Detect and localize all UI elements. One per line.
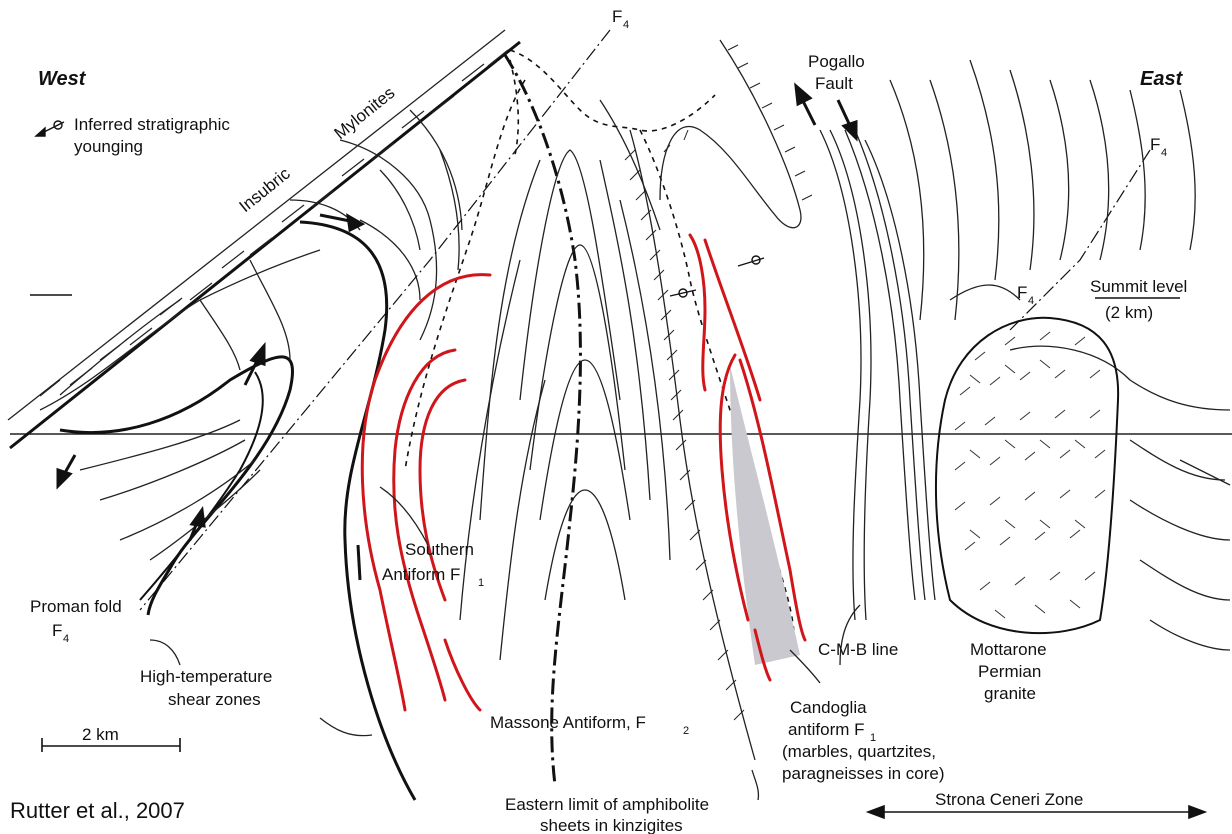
legend-younging-line1: Inferred stratigraphic [74,115,230,134]
strona-ceneri-label: Strona Ceneri Zone [935,790,1083,809]
cmb-line-label: C-M-B line [818,640,898,659]
proman-fold-sub: 4 [63,633,69,645]
f4-mid-label: F [1017,283,1027,302]
west-label: West [38,68,87,90]
proman-fold-line1: Proman fold [30,597,122,616]
eastern-limit-line2: sheets in kinzigites [540,816,683,834]
summit-level-line2: (2 km) [1105,303,1153,322]
candoglia-line1: Candoglia [790,698,867,717]
shear-zone-west-fold [60,357,293,615]
summit-level-line1: Summit level [1090,277,1187,296]
mottarone-line1: Mottarone [970,640,1047,659]
f4-right-label: F [1150,135,1160,154]
younging-symbols [36,121,764,297]
southern-antiform-line2: Antiform F [382,565,460,584]
west-block-foliation [40,110,462,560]
massone-antiform-axial-trace [505,55,580,785]
insubric-mylonite-zone [8,30,520,448]
pogallo-fault-lines [820,130,935,620]
massone-antiform-label: Massone Antiform, F [490,713,646,732]
eastern-limit-line1: Eastern limit of amphibolite [505,795,709,814]
f4-top-label: F [612,7,622,26]
mottarone-line2: Permian [978,662,1041,681]
shear-zone-west-inner [140,372,263,600]
southern-antiform-line1: Southern [405,540,474,559]
southern-antiform-sub: 1 [478,577,484,589]
high-temp-shear-line1: High-temperature [140,667,272,686]
hatched-fold-top [660,40,812,228]
legend-younging-line2: younging [74,137,143,156]
massone-antiform-sub: 2 [683,725,689,737]
mylonites-label: Mylonites [331,83,399,143]
dashed-trace-1 [510,50,715,131]
east-label: East [1140,68,1184,90]
candoglia-line3: (marbles, quartzites, [782,742,936,761]
southern-antiform-red-traces [362,275,490,710]
citation-label: Rutter et al., 2007 [10,798,185,823]
candoglia-core-fill [730,365,800,665]
candoglia-line4: paragneisses in core) [782,764,945,783]
pogallo-line2: Fault [815,74,853,93]
insubric-label: Insubric [236,164,295,217]
high-temperature-shear-zone-main [300,222,415,800]
f4-mid-sub: 4 [1028,295,1034,307]
pogallo-line1: Pogallo [808,52,865,71]
f4-top-sub: 4 [623,19,629,31]
mottarone-granite-body [936,318,1118,633]
proman-fold-line2: F [52,621,62,640]
scale-bar-label: 2 km [82,725,119,744]
high-temp-shear-line2: shear zones [168,690,261,709]
candoglia-line2: antiform F [788,720,865,739]
f4-right-sub: 4 [1161,147,1167,159]
mottarone-line3: granite [984,684,1036,703]
